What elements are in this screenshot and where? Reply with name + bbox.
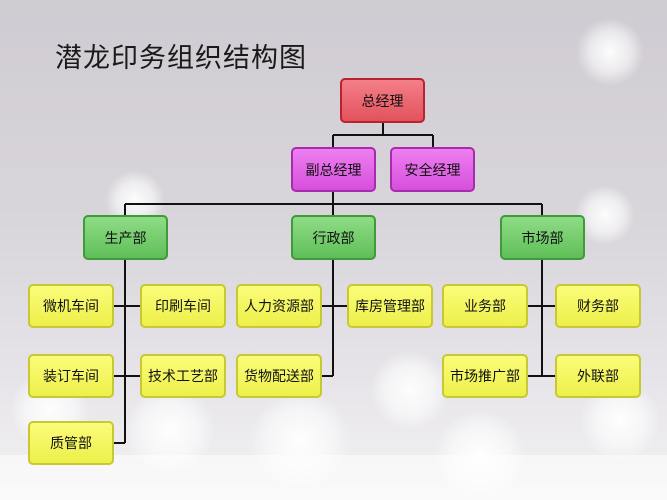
dandelion-puff — [580, 380, 660, 460]
node-market-dept: 市场部 — [500, 215, 585, 260]
node-safety-manager: 安全经理 — [390, 147, 475, 192]
node-binding-workshop: 装订车间 — [28, 354, 114, 398]
node-hr-dept: 人力资源部 — [236, 284, 322, 328]
dandelion-puff — [575, 185, 635, 245]
node-label: 质管部 — [50, 436, 92, 452]
node-label: 安全经理 — [404, 162, 461, 179]
node-production-dept: 生产部 — [83, 215, 168, 260]
node-print-workshop: 印刷车间 — [140, 284, 226, 328]
node-label: 行政部 — [312, 230, 355, 247]
node-label: 财务部 — [577, 299, 619, 315]
node-marketing-dept: 市场推广部 — [442, 354, 528, 398]
page-title: 潜龙印务组织结构图 — [55, 43, 307, 74]
node-label: 人力资源部 — [244, 299, 314, 315]
dandelion-puff — [370, 350, 450, 430]
node-general-manager: 总经理 — [340, 78, 425, 123]
node-label: 货物配送部 — [244, 369, 314, 385]
node-label: 装订车间 — [43, 369, 99, 385]
node-label: 总经理 — [361, 93, 404, 110]
node-deputy-general-manager: 副总经理 — [291, 147, 376, 192]
node-label: 外联部 — [577, 369, 619, 385]
node-label: 生产部 — [104, 230, 147, 247]
node-label: 微机车间 — [43, 299, 99, 315]
dandelion-puff — [576, 18, 644, 86]
node-label: 技术工艺部 — [148, 369, 218, 385]
node-finance-dept: 财务部 — [555, 284, 641, 328]
node-label: 印刷车间 — [155, 299, 211, 315]
node-admin-dept: 行政部 — [291, 215, 376, 260]
node-label: 库房管理部 — [355, 299, 425, 315]
node-external-dept: 外联部 — [555, 354, 641, 398]
node-warehouse-dept: 库房管理部 — [347, 284, 433, 328]
node-label: 业务部 — [464, 299, 506, 315]
dandelion-puff — [125, 385, 215, 475]
node-tech-dept: 技术工艺部 — [140, 354, 226, 398]
node-micro-workshop: 微机车间 — [28, 284, 114, 328]
node-qc-dept: 质管部 — [28, 421, 114, 465]
node-label: 副总经理 — [305, 162, 362, 179]
node-business-dept: 业务部 — [442, 284, 528, 328]
node-logistics-dept: 货物配送部 — [236, 354, 322, 398]
node-label: 市场部 — [521, 230, 564, 247]
node-label: 市场推广部 — [450, 369, 520, 385]
